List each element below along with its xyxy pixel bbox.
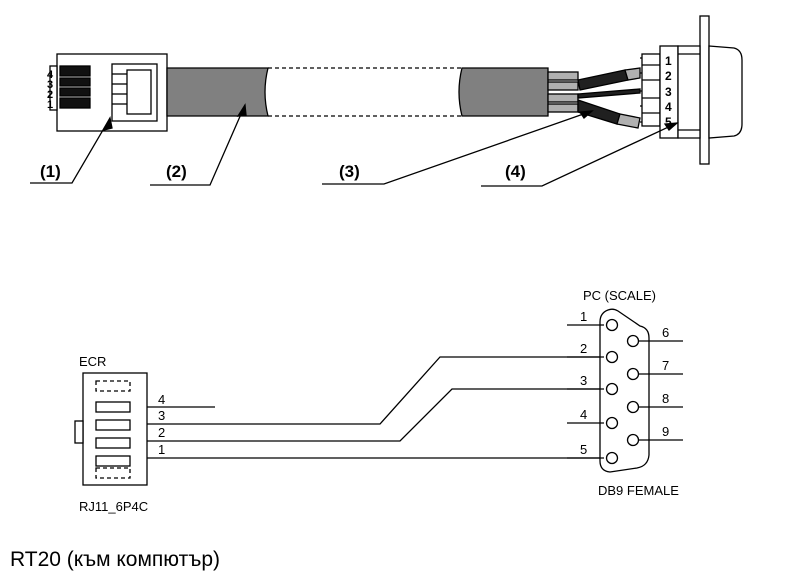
cable-jacket-right bbox=[458, 67, 549, 117]
pc-title: PC (SCALE) bbox=[583, 288, 656, 303]
db9-pin-5 bbox=[605, 451, 619, 465]
arrow-head-4 bbox=[663, 122, 679, 131]
db9-pin-2-label: 2 bbox=[580, 341, 587, 356]
db9-top-pin-2-label: 2 bbox=[665, 69, 672, 83]
arrow-head-3 bbox=[578, 110, 594, 119]
db9-pin-4 bbox=[605, 416, 619, 430]
db9-top-pin-3-label: 3 bbox=[665, 85, 672, 99]
ecr-title: ECR bbox=[79, 354, 106, 369]
callout-label-2: (2) bbox=[166, 162, 187, 181]
wire-rj3-db2 bbox=[147, 356, 604, 425]
db9-pin-6-label: 6 bbox=[662, 325, 669, 340]
rj11-pin-3-label: 3 bbox=[158, 408, 165, 423]
cable-illustration bbox=[30, 15, 743, 187]
db9-part-label: DB9 FEMALE bbox=[598, 483, 679, 498]
rj-pin-2-label: 2 bbox=[47, 89, 53, 101]
db9-pin-9-label: 9 bbox=[662, 424, 669, 439]
db9-top-pin-1-label: 1 bbox=[665, 54, 672, 68]
db9-pin-3 bbox=[605, 382, 619, 396]
cable-wires bbox=[547, 57, 662, 129]
db9-pin-7 bbox=[626, 367, 640, 381]
rj11-symbol bbox=[74, 372, 148, 486]
db9-pin-8 bbox=[626, 400, 640, 414]
callout-label-4: (4) bbox=[505, 162, 526, 181]
diagram-caption: RT20 (към компютър) bbox=[10, 548, 220, 571]
callout-label-1: (1) bbox=[40, 162, 61, 181]
arrow-head-1 bbox=[102, 116, 113, 131]
db9-pin-3-label: 3 bbox=[580, 373, 587, 388]
db9-pin-9 bbox=[626, 433, 640, 447]
rj-pin-1-label: 1 bbox=[47, 99, 53, 111]
wire-rj2-db3 bbox=[147, 388, 604, 442]
db9-pin-6 bbox=[626, 334, 640, 348]
db9-pin-7-label: 7 bbox=[662, 358, 669, 373]
rj-pin-3-label: 3 bbox=[47, 79, 53, 91]
db9-top-pin-4-label: 4 bbox=[665, 100, 672, 114]
db9-pin-8-label: 8 bbox=[662, 391, 669, 406]
db9-connector-side bbox=[641, 15, 743, 165]
cable-jacket-left bbox=[166, 67, 269, 117]
rj11-part-label: RJ11_6P4C bbox=[79, 499, 148, 514]
rj-plug bbox=[49, 53, 168, 132]
db9-pin-1-label: 1 bbox=[580, 309, 587, 324]
callout-leaders bbox=[30, 104, 678, 187]
db9-pin-1 bbox=[605, 318, 619, 332]
db9-pin-5-label: 5 bbox=[580, 442, 587, 457]
db9-pin-4-label: 4 bbox=[580, 407, 587, 422]
rj11-pin-2-label: 2 bbox=[158, 425, 165, 440]
arrow-head-2 bbox=[236, 103, 247, 117]
db9-pin-2 bbox=[605, 350, 619, 364]
cable-jacket-hidden bbox=[268, 67, 462, 117]
db9-top-pin-5-label: 5 bbox=[665, 115, 672, 129]
schematic bbox=[74, 308, 683, 486]
rj11-pin-1-label: 1 bbox=[158, 442, 165, 457]
callout-label-3: (3) bbox=[339, 162, 360, 181]
rj-pin-4-label: 4 bbox=[47, 69, 54, 81]
db9-shell bbox=[599, 308, 650, 473]
rj11-pin-4-label: 4 bbox=[158, 392, 165, 407]
